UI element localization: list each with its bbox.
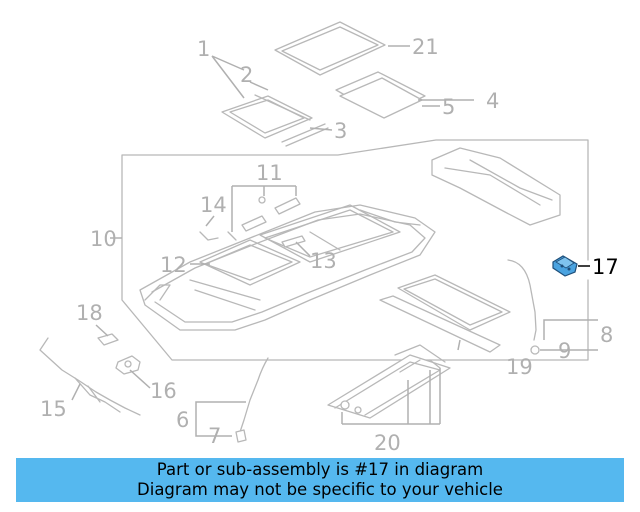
part-13-bracket [281, 235, 306, 248]
callout-10: 10 [90, 227, 117, 251]
callout-6: 6 [176, 408, 189, 432]
assembly-outline [121, 139, 589, 361]
callout-4: 4 [486, 89, 499, 113]
callout-20: 20 [374, 431, 401, 455]
callout-3: 3 [334, 119, 347, 143]
callout-9: 9 [558, 339, 571, 363]
callout-1: 1 [197, 37, 210, 61]
leader-lines [71, 45, 598, 437]
banner-line-part: Part or sub-assembly is #17 in diagram [156, 460, 484, 479]
callout-16: 16 [150, 379, 177, 403]
callout-18: 18 [76, 301, 103, 325]
part-11-clips [199, 196, 301, 241]
callout-11: 11 [256, 161, 283, 185]
info-banner: Part or sub-assembly is #17 in diagram D… [16, 458, 624, 502]
part-7-clip [235, 429, 247, 443]
callout-8: 8 [600, 323, 613, 347]
callout-19: 19 [506, 355, 533, 379]
part-10-deflector [431, 147, 561, 226]
callout-7: 7 [208, 424, 221, 448]
part-6-drain-hose [239, 357, 269, 433]
part-15-cable [39, 337, 141, 416]
callout-labels: 1 2 3 21 4 5 10 11 14 12 13 17 18 8 9 19… [40, 35, 619, 455]
callout-14: 14 [200, 193, 227, 217]
callout-5: 5 [442, 95, 455, 119]
callout-15: 15 [40, 397, 67, 421]
part-4-5-shade [335, 71, 426, 119]
part-8-drain-hose [507, 259, 537, 341]
part-9-clip [530, 345, 540, 355]
callout-2: 2 [240, 63, 253, 87]
callout-13: 13 [310, 249, 337, 273]
part-20-mechanism [327, 344, 451, 419]
part-21-glass [274, 21, 386, 76]
banner-line-disclaimer: Diagram may not be specific to your vehi… [137, 480, 503, 499]
callout-21: 21 [412, 35, 439, 59]
callout-12: 12 [160, 253, 187, 277]
callout-17: 17 [592, 255, 619, 279]
part-17-highlighted [552, 255, 578, 277]
part-12-frame [139, 204, 436, 331]
part-16-motor [115, 355, 141, 375]
part-1-panel [221, 94, 329, 147]
part-19-sunshade [379, 274, 511, 353]
